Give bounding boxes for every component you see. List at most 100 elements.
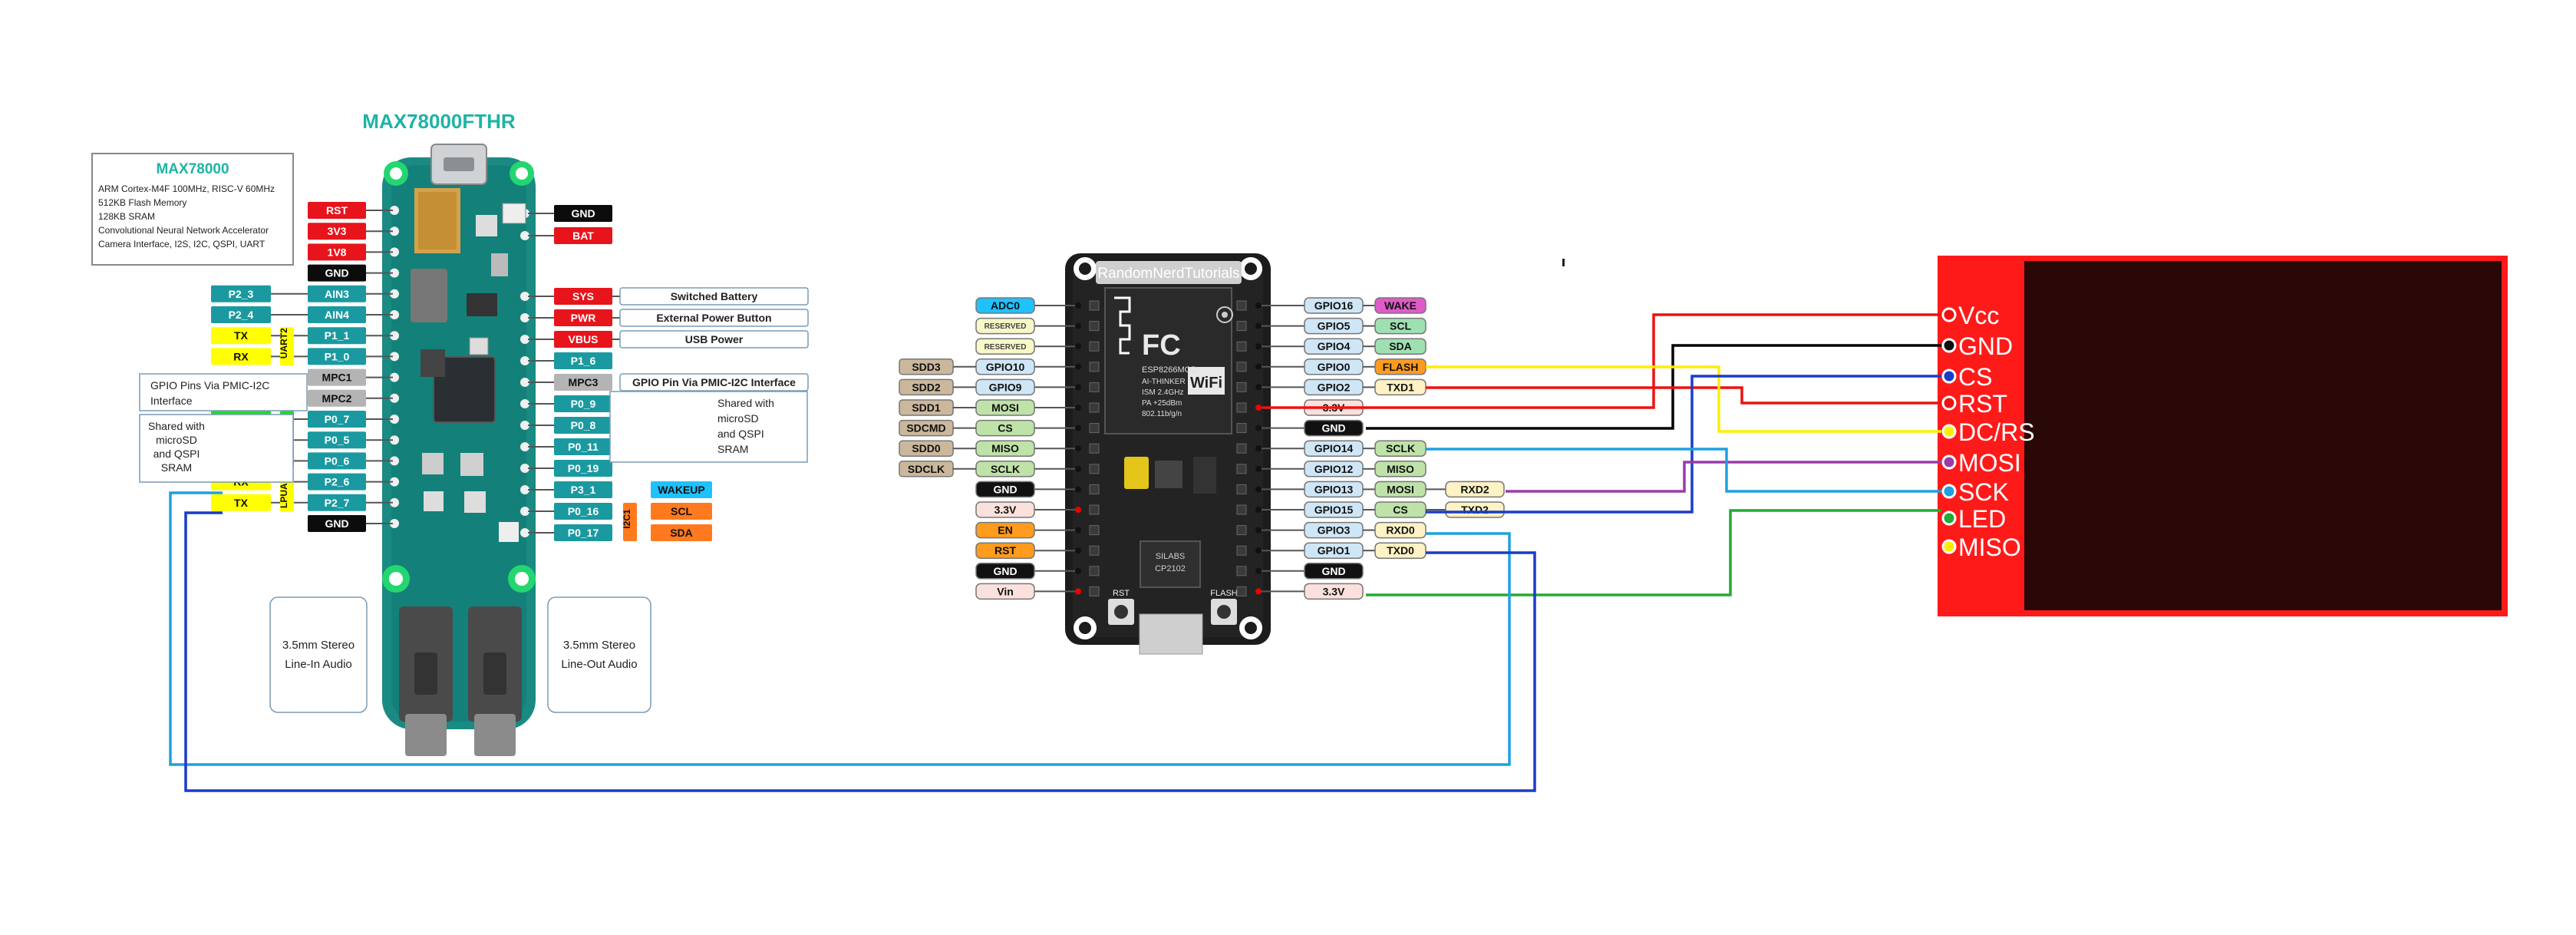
max-right-desc: Switched Battery [619, 287, 809, 306]
svg-text:SCLK: SCLK [1386, 442, 1415, 454]
svg-text:Interface: Interface [150, 395, 193, 407]
shared-note-right: Shared with microSD and QSPI SRAM [609, 391, 808, 463]
svg-text:AIN3: AIN3 [325, 288, 349, 300]
max-right-desc: External Power Button [619, 309, 809, 327]
svg-text:MPC1: MPC1 [322, 372, 352, 384]
max-board-title: MAX78000FTHR [362, 110, 516, 133]
wire-gpio14-sck [1426, 448, 1941, 493]
esp-left-gpio9-4: GPIO9 [975, 378, 1035, 396]
svg-text:GPIO3: GPIO3 [1318, 524, 1351, 537]
esp-left-reserved-1: RESERVED [975, 317, 1035, 335]
max-pin-gnd: GND [308, 515, 366, 532]
esp-func-txd1: TXD1 [1374, 378, 1427, 396]
svg-text:ISM 2.4GHz: ISM 2.4GHz [1142, 388, 1183, 397]
svg-text:GPIO16: GPIO16 [1314, 299, 1354, 312]
svg-text:P2_3: P2_3 [229, 288, 254, 300]
svg-text:I2C1: I2C1 [622, 509, 632, 529]
max-pin-pwr: PWR [554, 309, 612, 326]
esp-func-sda: SDA [1374, 338, 1427, 355]
max-pin-p1_6: P1_6 [554, 352, 612, 369]
svg-text:Vin: Vin [997, 585, 1014, 597]
esp-left-33v-10: 3.3V [975, 501, 1035, 518]
svg-text:ADC0: ADC0 [991, 299, 1020, 312]
cp2102-chip [1140, 540, 1201, 588]
max-aux-tx: TX [211, 327, 271, 345]
max-pin-p0_7: P0_7 [308, 411, 366, 428]
svg-text:P0_19: P0_19 [568, 462, 599, 474]
svg-text:SYS: SYS [572, 290, 594, 302]
max-pin-p0_16: P0_16 [554, 503, 612, 520]
svg-text:P2_7: P2_7 [325, 497, 350, 509]
svg-text:RST: RST [1958, 390, 2007, 418]
esp-sd-sdd3: SDD3 [899, 358, 954, 375]
svg-text:GND: GND [1958, 332, 2013, 360]
wire-gpio0-dcrs [1426, 365, 1941, 433]
esp-left-gnd-9: GND [975, 481, 1035, 498]
max-pin-p0_6: P0_6 [308, 452, 366, 470]
max-right-pins: GNDBATSYSPWRVBUSP1_6MPC3P0_9P0_8P0_11P0_… [528, 205, 809, 541]
esp-func-wake: WAKE [1374, 297, 1427, 314]
svg-text:P0_8: P0_8 [571, 419, 596, 431]
max-info-line: 128KB SRAM [98, 211, 155, 222]
esp-sd-sdclk: SDCLK [899, 461, 954, 477]
svg-text:GPIO12: GPIO12 [1314, 463, 1354, 475]
max-info-line: ARM Cortex-M4F 100MHz, RISC-V 60MHz [98, 183, 275, 194]
max-pin-p0_5: P0_5 [308, 431, 366, 449]
svg-text:SCLK: SCLK [991, 463, 1020, 475]
max-right-desc: USB Power [619, 330, 809, 349]
esp-right-gpio3-11: GPIO3 [1304, 521, 1364, 539]
svg-text:RESERVED: RESERVED [985, 322, 1027, 331]
lcd-module [1938, 256, 2508, 616]
max-pin-ain4: AIN4 [308, 306, 366, 323]
lcd-pin-cs: CS [1941, 363, 1992, 391]
svg-text:RST: RST [326, 204, 348, 216]
svg-text:CS: CS [998, 422, 1012, 434]
esp-extra-rxd2: RXD2 [1445, 481, 1505, 498]
esp-right-gpio2-4: GPIO2 [1304, 378, 1364, 396]
svg-text:GND: GND [1321, 422, 1345, 434]
svg-text:RST: RST [994, 544, 1016, 557]
svg-text:CP2102: CP2102 [1155, 564, 1186, 573]
svg-text:CS: CS [1958, 363, 1992, 391]
max-pin-p0_19: P0_19 [554, 460, 612, 477]
svg-text:P3_1: P3_1 [571, 484, 596, 496]
svg-text:TXD0: TXD0 [1387, 544, 1414, 557]
esp-right-gpio15-10: GPIO15 [1304, 501, 1364, 518]
max-info-line: Convolutional Neural Network Accelerator [98, 225, 269, 236]
svg-text:Switched Battery: Switched Battery [671, 290, 758, 302]
esp-left-sclk-8: SCLK [975, 461, 1035, 477]
esp-left-adc0-0: ADC0 [975, 297, 1035, 314]
svg-text:P0_17: P0_17 [568, 527, 599, 539]
svg-text:WAKEUP: WAKEUP [658, 484, 704, 496]
svg-text:GPIO5: GPIO5 [1318, 320, 1351, 332]
wires [169, 313, 1941, 792]
svg-text:AIN4: AIN4 [325, 309, 349, 321]
max-right-desc-gpio: GPIO Pin Via PMIC-I2C Interface [619, 373, 809, 392]
max-pin-p2_6: P2_6 [308, 473, 366, 491]
max-pin-ain3: AIN3 [308, 285, 366, 302]
esp-left-cs-6: CS [975, 419, 1035, 437]
max-pin-sys: SYS [554, 288, 612, 305]
esp-right-gpio1-12: GPIO1 [1304, 542, 1364, 559]
svg-text:SDD0: SDD0 [912, 442, 941, 454]
svg-text:P0_11: P0_11 [568, 441, 599, 453]
svg-text:SDD2: SDD2 [912, 381, 941, 393]
max-aux-tx: TX [211, 494, 271, 511]
svg-text:P0_5: P0_5 [325, 434, 350, 446]
max-pin-mpc3: MPC3 [554, 374, 612, 391]
max-pin-rst: RST [308, 202, 366, 219]
max-pin-p2_7: P2_7 [308, 494, 366, 511]
max-aux-wakeup: WAKEUP [651, 481, 712, 498]
esp-left-gpio10-3: GPIO10 [975, 358, 1035, 375]
esp-func-miso: MISO [1374, 461, 1427, 477]
wire-gpio13-mosi [1506, 461, 1941, 493]
max-pin-3v3: 3V3 [308, 223, 366, 240]
svg-text:SDCMD: SDCMD [906, 422, 945, 434]
svg-text:GPIO10: GPIO10 [986, 361, 1025, 373]
svg-text:3.3V: 3.3V [994, 504, 1017, 516]
svg-text:RXD2: RXD2 [1460, 483, 1489, 495]
max-pin-p1_0: P1_0 [308, 348, 366, 365]
svg-text:CS: CS [1393, 504, 1407, 516]
